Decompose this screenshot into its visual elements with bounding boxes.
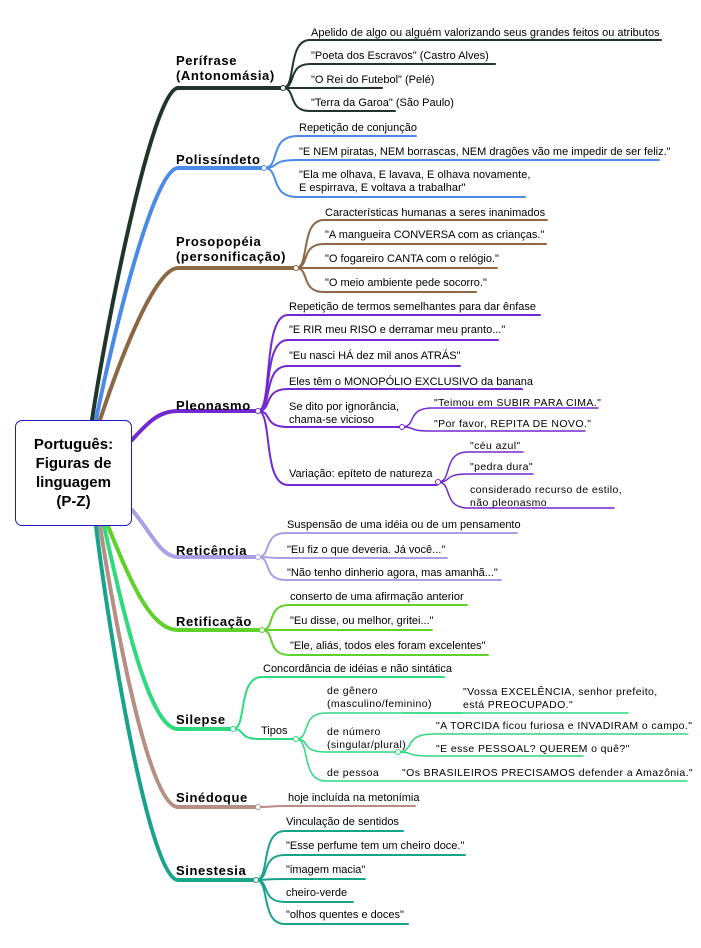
topic-sinestesia[interactable]: Sinestesia	[176, 863, 247, 878]
fork-prosopopeia[interactable]	[293, 265, 299, 271]
fork-pleonasmo[interactable]	[255, 408, 261, 414]
fork-reticencia[interactable]	[255, 554, 261, 560]
branch-retificacao	[106, 524, 264, 632]
link-variacao-3	[437, 481, 615, 509]
leaf-pleonasmo-1[interactable]: Repetição de termos semelhantes para dar…	[289, 301, 537, 313]
leaf-vicioso-1[interactable]: "Teimou em SUBIR PARA CIMA."	[434, 397, 602, 409]
branch-sinestesia	[94, 524, 258, 882]
topic-reticencia[interactable]: Reticência	[176, 543, 248, 558]
leaf-reticencia-2[interactable]: "Eu fiz o que deveria. Já você..."	[287, 544, 446, 556]
leaf-prosopopeia-3[interactable]: "O fogareiro CANTA com o relógio."	[325, 253, 499, 265]
branch-polissindeto	[94, 166, 266, 422]
leaf-retificacao-1[interactable]: conserto de uma afirmação anterior	[290, 591, 464, 603]
link-numero-1	[397, 733, 689, 753]
topic-perifrase[interactable]: Perífrase (Antonomásia)	[176, 53, 275, 83]
leaf-reticencia-1[interactable]: Suspensão de uma idéia ou de um pensamen…	[287, 519, 521, 531]
topic-silepse[interactable]: Silepse	[176, 712, 226, 727]
branch-silepse	[102, 524, 235, 731]
leaf-perifrase-2[interactable]: "Poeta dos Escravos" (Castro Alves)	[311, 50, 489, 62]
root-topic[interactable]: Português: Figuras de linguagem (P-Z)	[15, 420, 132, 526]
leaf-perifrase-3[interactable]: "O Rei do Futebol" (Pelé)	[311, 74, 435, 86]
leaf-variacao-2[interactable]: "pedra dura"	[470, 461, 534, 473]
leaf-prosopopeia-1[interactable]: Características humanas a seres inanimad…	[325, 207, 546, 219]
leaf-variacao-3[interactable]: considerado recurso de estilo, não pleon…	[470, 484, 623, 509]
leaf-pessoa-1[interactable]: "Os BRASILEIROS PRECISAMOS defender a Am…	[402, 767, 694, 779]
link-vicioso-1	[401, 407, 599, 428]
leaf-polissindeto-1[interactable]: Repetição de conjunção	[299, 122, 418, 134]
leaf-vicioso-2[interactable]: "Por favor, REPITA DE NOVO."	[434, 418, 592, 430]
fork-numero[interactable]	[395, 749, 401, 755]
leaf-prosopopeia-4[interactable]: "O meio ambiente pede socorro."	[325, 277, 487, 289]
subtopic-silepse-tipos[interactable]: Tipos	[261, 725, 288, 737]
topic-pleonasmo[interactable]: Pleonasmo	[176, 398, 251, 413]
link-polissindeto-3	[263, 167, 526, 198]
link-variacao-2	[437, 473, 534, 483]
leaf-numero-2[interactable]: "E esse PESSOAL? QUEREM o quê?"	[436, 743, 630, 755]
link-tipos-1	[295, 712, 463, 740]
link-reticencia-2	[257, 556, 448, 559]
link-pleonasmo-5	[257, 410, 403, 428]
fork-tipos[interactable]	[293, 736, 299, 742]
leaf-perifrase-1[interactable]: Apelido de algo ou alguém valorizando se…	[311, 27, 660, 39]
leaf-pleonasmo-3[interactable]: "Eu nasci HÁ dez mil anos ATRÁS"	[289, 350, 461, 362]
fork-polissindeto[interactable]	[261, 165, 267, 171]
leaf-polissindeto-3[interactable]: "Ela me olhava, E lavava, E olhava novam…	[299, 169, 531, 194]
branch-perifrase	[90, 86, 285, 422]
leaf-variacao-1[interactable]: "céu azul"	[470, 440, 521, 452]
link-sinedoque-1	[257, 805, 416, 808]
link-sinestesia-3	[255, 878, 366, 881]
topic-polissindeto[interactable]: Polissíndeto	[176, 152, 261, 167]
leaf-retificacao-3[interactable]: "Ele, aliás, todos eles foram excelentes…	[290, 640, 486, 652]
leaf-sinestesia-1[interactable]: Vinculação de sentidos	[286, 816, 399, 828]
leaf-polissindeto-2[interactable]: "E NEM piratas, NEM borrascas, NEM dragõ…	[299, 146, 671, 158]
subtopic-tipos-numero[interactable]: de número (singular/plural)	[327, 726, 407, 751]
link-retificacao-3	[261, 629, 489, 656]
topic-sinedoque[interactable]: Sinédoque	[176, 790, 248, 805]
leaf-sinestesia-4[interactable]: cheiro-verde	[286, 887, 348, 899]
fork-silepse[interactable]	[230, 726, 236, 732]
subtopic-pleonasmo-variacao[interactable]: Variação: epíteto de natureza	[289, 468, 433, 480]
leaf-sinestesia-2[interactable]: "Esse perfume tem um cheiro doce."	[286, 840, 465, 852]
link-silepse-tipos	[232, 728, 297, 740]
branch-pleonasmo	[130, 409, 260, 442]
link-perifrase-4	[282, 87, 396, 112]
leaf-prosopopeia-2[interactable]: "A mangueira CONVERSA com as crianças."	[325, 229, 545, 241]
leaf-sinedoque-1[interactable]: hoje incluída na metonímia	[288, 792, 420, 804]
fork-sinestesia[interactable]	[253, 877, 259, 883]
topic-retificacao[interactable]: Retificação	[176, 614, 252, 629]
branch-sinedoque	[98, 524, 260, 809]
leaf-sinestesia-5[interactable]: "olhos quentes e doces"	[286, 909, 404, 921]
link-tipos-3	[295, 738, 404, 782]
link-vicioso-2	[401, 426, 586, 432]
leaf-numero-1[interactable]: "A TORCIDA ficou furiosa e INVADIRAM o c…	[436, 720, 693, 732]
leaf-sinestesia-3[interactable]: "imagem macia"	[286, 864, 366, 876]
link-polissindeto-2	[263, 159, 660, 169]
link-reticencia-3	[257, 556, 502, 581]
link-pleonasmo-4	[257, 388, 523, 412]
fork-retificacao[interactable]	[259, 627, 265, 633]
fork-sinedoque[interactable]	[255, 804, 261, 810]
leaf-pleonasmo-4[interactable]: Eles têm o MONOPÓLIO EXCLUSIVO da banana	[289, 376, 533, 388]
link-prosopopeia-4	[295, 267, 477, 293]
leaf-genero-1[interactable]: "Vossa EXCELÊNCIA, senhor prefeito, está…	[463, 686, 658, 711]
leaf-pleonasmo-2[interactable]: "E RIR meu RISO e derramar meu pranto...…	[289, 324, 506, 336]
branch-reticencia	[130, 508, 260, 559]
branch-prosopopeia	[98, 266, 298, 422]
link-pleonasmo-6	[257, 410, 438, 486]
leaf-retificacao-2[interactable]: "Eu disse, ou melhor, gritei..."	[290, 615, 434, 627]
leaf-perifrase-4[interactable]: "Terra da Garoa" (São Paulo)	[311, 97, 454, 109]
topic-prosopopeia[interactable]: Prosopopéia (personificação)	[176, 234, 287, 264]
link-sinestesia-5	[255, 879, 409, 925]
link-silepse-1	[232, 676, 445, 730]
subtopic-pleonasmo-vicioso[interactable]: Se dito por ignorância, chama-se vicioso	[289, 401, 400, 426]
fork-vicioso[interactable]	[399, 424, 405, 430]
leaf-reticencia-3[interactable]: "Não tenho dinherio agora, mas amanhã...…	[287, 567, 498, 579]
link-numero-2	[397, 751, 584, 757]
fork-variacao[interactable]	[435, 479, 441, 485]
fork-perifrase[interactable]	[280, 85, 286, 91]
subtopic-tipos-pessoa[interactable]: de pessoa	[327, 767, 380, 779]
leaf-silepse-1[interactable]: Concordância de idéias e não sintática	[263, 663, 452, 675]
subtopic-tipos-genero[interactable]: de gênero (masculino/feminino)	[327, 685, 432, 710]
